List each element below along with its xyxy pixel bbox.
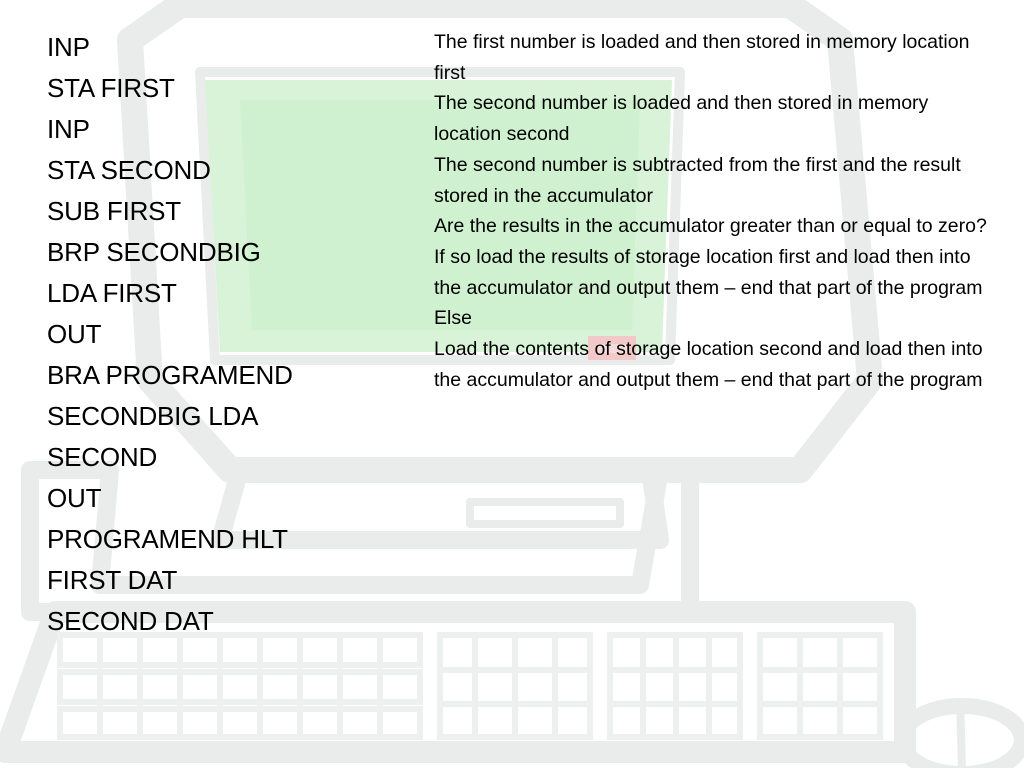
- code-line: STA SECOND: [47, 155, 211, 185]
- explanation-paragraph: The first number is loaded and then stor…: [434, 31, 970, 84]
- code-line: SECONDBIG LDA: [47, 401, 259, 431]
- explanation-paragraph: The second number is loaded and then sto…: [434, 92, 929, 146]
- code-line: SECOND: [47, 442, 158, 472]
- code-line: BRP SECONDBIG: [47, 237, 261, 267]
- code-line: PROGRAMEND HLT: [47, 524, 288, 554]
- explanation-paragraph: Load the contents of storage location se…: [434, 338, 983, 391]
- explanation-paragraph: The second number is subtracted from the…: [434, 153, 961, 207]
- explanation-paragraph: Else: [434, 307, 472, 330]
- assembly-code-list: INP STA FIRST INP STA SECOND SUB FIRST B…: [47, 27, 293, 642]
- code-line: OUT: [47, 483, 102, 513]
- explanation-paragraph: Are the results in the accumulator great…: [434, 215, 987, 299]
- code-line: SECOND DAT: [47, 606, 214, 636]
- code-line: BRA PROGRAMEND: [47, 360, 293, 390]
- code-line: OUT: [47, 319, 102, 349]
- code-line: STA FIRST: [47, 73, 175, 103]
- code-line: FIRST DAT: [47, 565, 178, 595]
- code-line: INP: [47, 114, 90, 144]
- code-line: LDA FIRST: [47, 278, 177, 308]
- code-line: INP: [47, 32, 90, 62]
- explanation-text: The first number is loaded and then stor…: [434, 27, 994, 395]
- code-line: SUB FIRST: [47, 196, 181, 226]
